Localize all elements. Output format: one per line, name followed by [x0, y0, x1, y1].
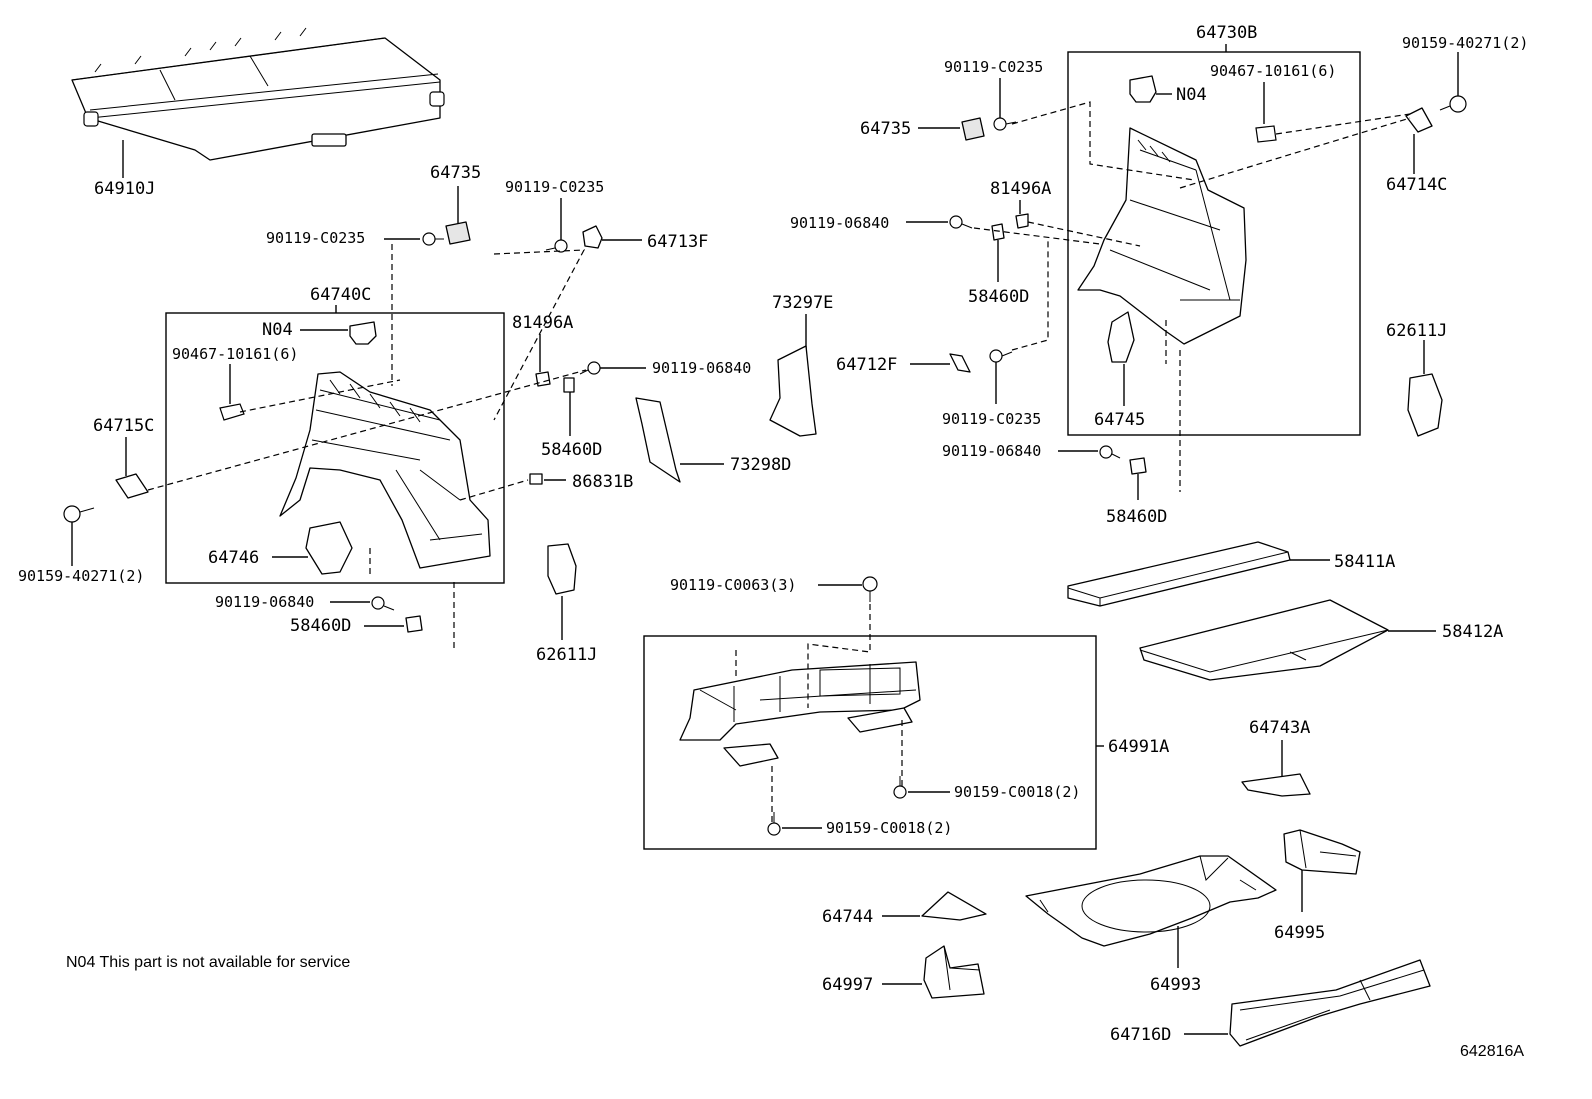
- label-90467-left: 90467-10161(6): [172, 345, 298, 363]
- label-90119-C0235-b: 90119-C0235: [505, 178, 604, 196]
- tonneau-cover-drawing: [71, 27, 445, 161]
- quarter-trim-right-drawing: [1077, 127, 1247, 345]
- label-64993: 64993: [1150, 975, 1201, 995]
- clip-90467-left: [219, 403, 245, 421]
- label-64997: 64997: [822, 975, 873, 995]
- label-86831B: 86831B: [572, 472, 633, 492]
- label-73297E: 73297E: [772, 293, 833, 313]
- cover-64743A-drawing: [1241, 773, 1311, 797]
- label-64910J: 64910J: [94, 179, 155, 199]
- note-N04: N04 This part is not available for servi…: [66, 954, 350, 971]
- screw-90119-C0235-d: [989, 349, 1013, 363]
- label-81496A-right: 81496A: [990, 179, 1051, 199]
- label-90119-C0235-d: 90119-C0235: [942, 410, 1041, 428]
- label-90119-06840-r2: 90119-06840: [942, 442, 1041, 460]
- storage-tray-64991A-drawing: [679, 661, 921, 741]
- screw-90159-40271-left: [63, 505, 95, 523]
- label-64713F: 64713F: [647, 232, 708, 252]
- label-73298D: 73298D: [730, 455, 791, 475]
- label-81496A-left: 81496A: [512, 313, 573, 333]
- diagram-ref-code: 642816A: [1460, 1043, 1524, 1060]
- label-58411A: 58411A: [1334, 552, 1395, 572]
- cover-62611J-left-drawing: [547, 543, 577, 595]
- label-58460D-left: 58460D: [290, 616, 351, 636]
- label-58460D-mid: 58460D: [541, 440, 602, 460]
- deck-board-58412A-drawing: [1139, 599, 1389, 681]
- label-90159-C0018-a: 90159-C0018(2): [954, 783, 1080, 801]
- screw-90119-06840-r2: [1099, 445, 1121, 459]
- screw-90159-40271-right: [1439, 95, 1467, 113]
- screw-90119-C0235-b: [545, 239, 568, 253]
- label-90159-C0018-b: 90159-C0018(2): [826, 819, 952, 837]
- label-64991A: 64991A: [1108, 737, 1169, 757]
- label-58460D-r2: 58460D: [1106, 507, 1167, 527]
- scuff-plate-64716D-drawing: [1229, 959, 1431, 1047]
- box-64995-drawing: [1283, 829, 1361, 875]
- group-box-64730B: [1067, 51, 1361, 436]
- label-64735-right: 64735: [860, 119, 911, 139]
- label-64743A: 64743A: [1249, 718, 1310, 738]
- quarter-trim-left-drawing: [279, 371, 491, 569]
- label-N04-left: N04: [262, 320, 293, 340]
- label-64744: 64744: [822, 907, 873, 927]
- label-58412A: 58412A: [1442, 622, 1503, 642]
- screw-90119-06840-mid: [579, 361, 601, 375]
- label-90119-06840-mid: 90119-06840: [652, 359, 751, 377]
- label-64735-left: 64735: [430, 163, 481, 183]
- label-64746: 64746: [208, 548, 259, 568]
- label-90119-06840-r1: 90119-06840: [790, 214, 889, 232]
- label-64740C: 64740C: [310, 285, 371, 305]
- label-90119-06840-left: 90119-06840: [215, 593, 314, 611]
- label-62611J-right: 62611J: [1386, 321, 1447, 341]
- label-64730B: 64730B: [1196, 23, 1257, 43]
- cover-64744-drawing: [921, 891, 987, 921]
- label-90119-C0235-c: 90119-C0235: [944, 58, 1043, 76]
- screw-90119-C0235-a: [422, 232, 444, 246]
- label-64715C: 64715C: [93, 416, 154, 436]
- label-90119-C0235-a: 90119-C0235: [266, 229, 365, 247]
- label-64745: 64745: [1094, 410, 1145, 430]
- label-62611J-left: 62611J: [536, 645, 597, 665]
- label-90159-40271-right: 90159-40271(2): [1402, 34, 1528, 52]
- label-90467-right: 90467-10161(6): [1210, 62, 1336, 80]
- cover-62611J-right-drawing: [1407, 373, 1443, 437]
- label-64716D: 64716D: [1110, 1025, 1171, 1045]
- floor-tray-64993-drawing: [1025, 855, 1277, 947]
- label-64995: 64995: [1274, 923, 1325, 943]
- screw-90159-C0018-a: [893, 776, 907, 799]
- label-58460D-r1: 58460D: [968, 287, 1029, 307]
- group-box-64740C: [165, 312, 505, 584]
- screw-90119-06840-left: [371, 596, 395, 611]
- screw-90119-C0063: [862, 576, 878, 602]
- label-64714C: 64714C: [1386, 175, 1447, 195]
- bracket-64997-drawing: [923, 945, 985, 999]
- label-64712F: 64712F: [836, 355, 897, 375]
- label-90159-40271-left: 90159-40271(2): [18, 567, 144, 585]
- label-N04-right: N04: [1176, 85, 1207, 105]
- panel-73298D-drawing: [635, 397, 681, 483]
- bracket-73297E-drawing: [769, 345, 817, 437]
- deck-board-58411A-drawing: [1067, 541, 1291, 607]
- screw-90119-C0235-c: [993, 117, 1017, 131]
- clip-90467-right: [1255, 125, 1277, 143]
- screw-90119-06840-r1: [949, 215, 973, 229]
- label-90119-C0063: 90119-C0063(3): [670, 576, 796, 594]
- screw-90159-C0018-b: [767, 812, 781, 836]
